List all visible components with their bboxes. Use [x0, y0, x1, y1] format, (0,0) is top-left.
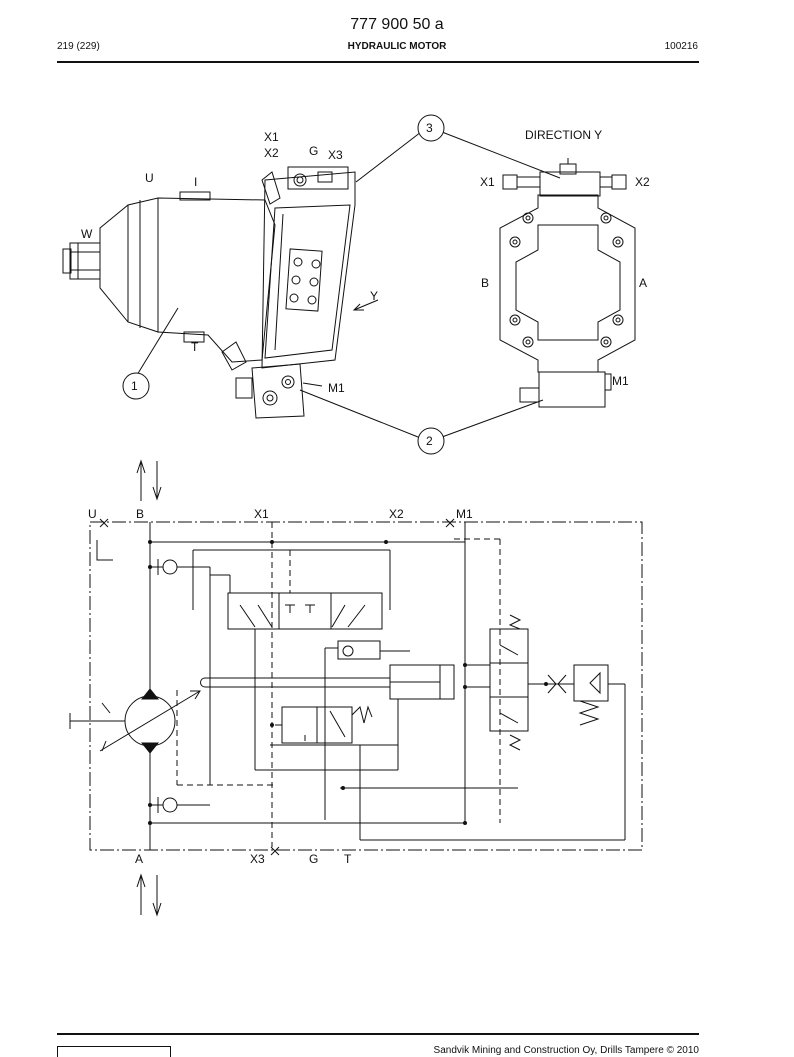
port-g: G	[309, 852, 318, 866]
footer-rule	[57, 1033, 699, 1035]
callout-2	[417, 427, 445, 455]
document-code: 100216	[664, 41, 698, 52]
port-x1: X1	[254, 507, 269, 521]
motor-drawing: 1 3 2 X1 X2 G X3 U I W T Y M1 DIRECTION …	[62, 114, 650, 455]
shaft-w	[69, 242, 101, 280]
label-w: W	[81, 227, 93, 241]
callout-1	[122, 372, 150, 400]
page-number: 219 (229)	[57, 41, 100, 52]
header-rule	[57, 61, 699, 63]
port-b: B	[136, 507, 144, 521]
label-x1: X1	[264, 130, 279, 144]
port-a: A	[135, 852, 143, 866]
callout-3	[417, 114, 445, 142]
label-x2: X2	[264, 146, 279, 160]
label-view-a: A	[639, 276, 647, 290]
port-x2: X2	[389, 507, 404, 521]
callout-2-label: 2	[426, 434, 433, 448]
label-u: U	[145, 171, 154, 185]
label-view-x2: X2	[635, 175, 650, 189]
page-title: HYDRAULIC MOTOR	[347, 41, 447, 52]
port-x3: X3	[250, 852, 265, 866]
control-valve	[227, 592, 383, 630]
block-m1	[251, 363, 305, 419]
company-logo	[57, 1046, 171, 1057]
footer-copyright: Sandvik Mining and Construction Oy, Dril…	[433, 1045, 699, 1056]
callout-3-label: 3	[426, 121, 433, 135]
document-number: 777 900 50 a	[350, 16, 444, 33]
motor-body	[157, 197, 276, 363]
label-view-b: B	[481, 276, 489, 290]
label-view-m1: M1	[612, 374, 629, 388]
hydraulic-schematic: U B X1 X2 M1 A X3 G T	[69, 459, 643, 917]
label-m1: M1	[328, 381, 345, 395]
port-u: U	[88, 507, 97, 521]
label-view-x1: X1	[480, 175, 495, 189]
label-t: T	[191, 340, 199, 354]
callout-1-label: 1	[131, 379, 138, 393]
label-y: Y	[370, 289, 378, 303]
label-g: G	[309, 144, 318, 158]
label-x3: X3	[328, 148, 343, 162]
enclosure	[89, 521, 643, 851]
label-i: I	[194, 175, 197, 189]
label-direction-y: DIRECTION Y	[525, 128, 602, 142]
port-t: T	[344, 852, 352, 866]
port-m1: M1	[456, 507, 473, 521]
direction-y-view	[499, 158, 636, 408]
